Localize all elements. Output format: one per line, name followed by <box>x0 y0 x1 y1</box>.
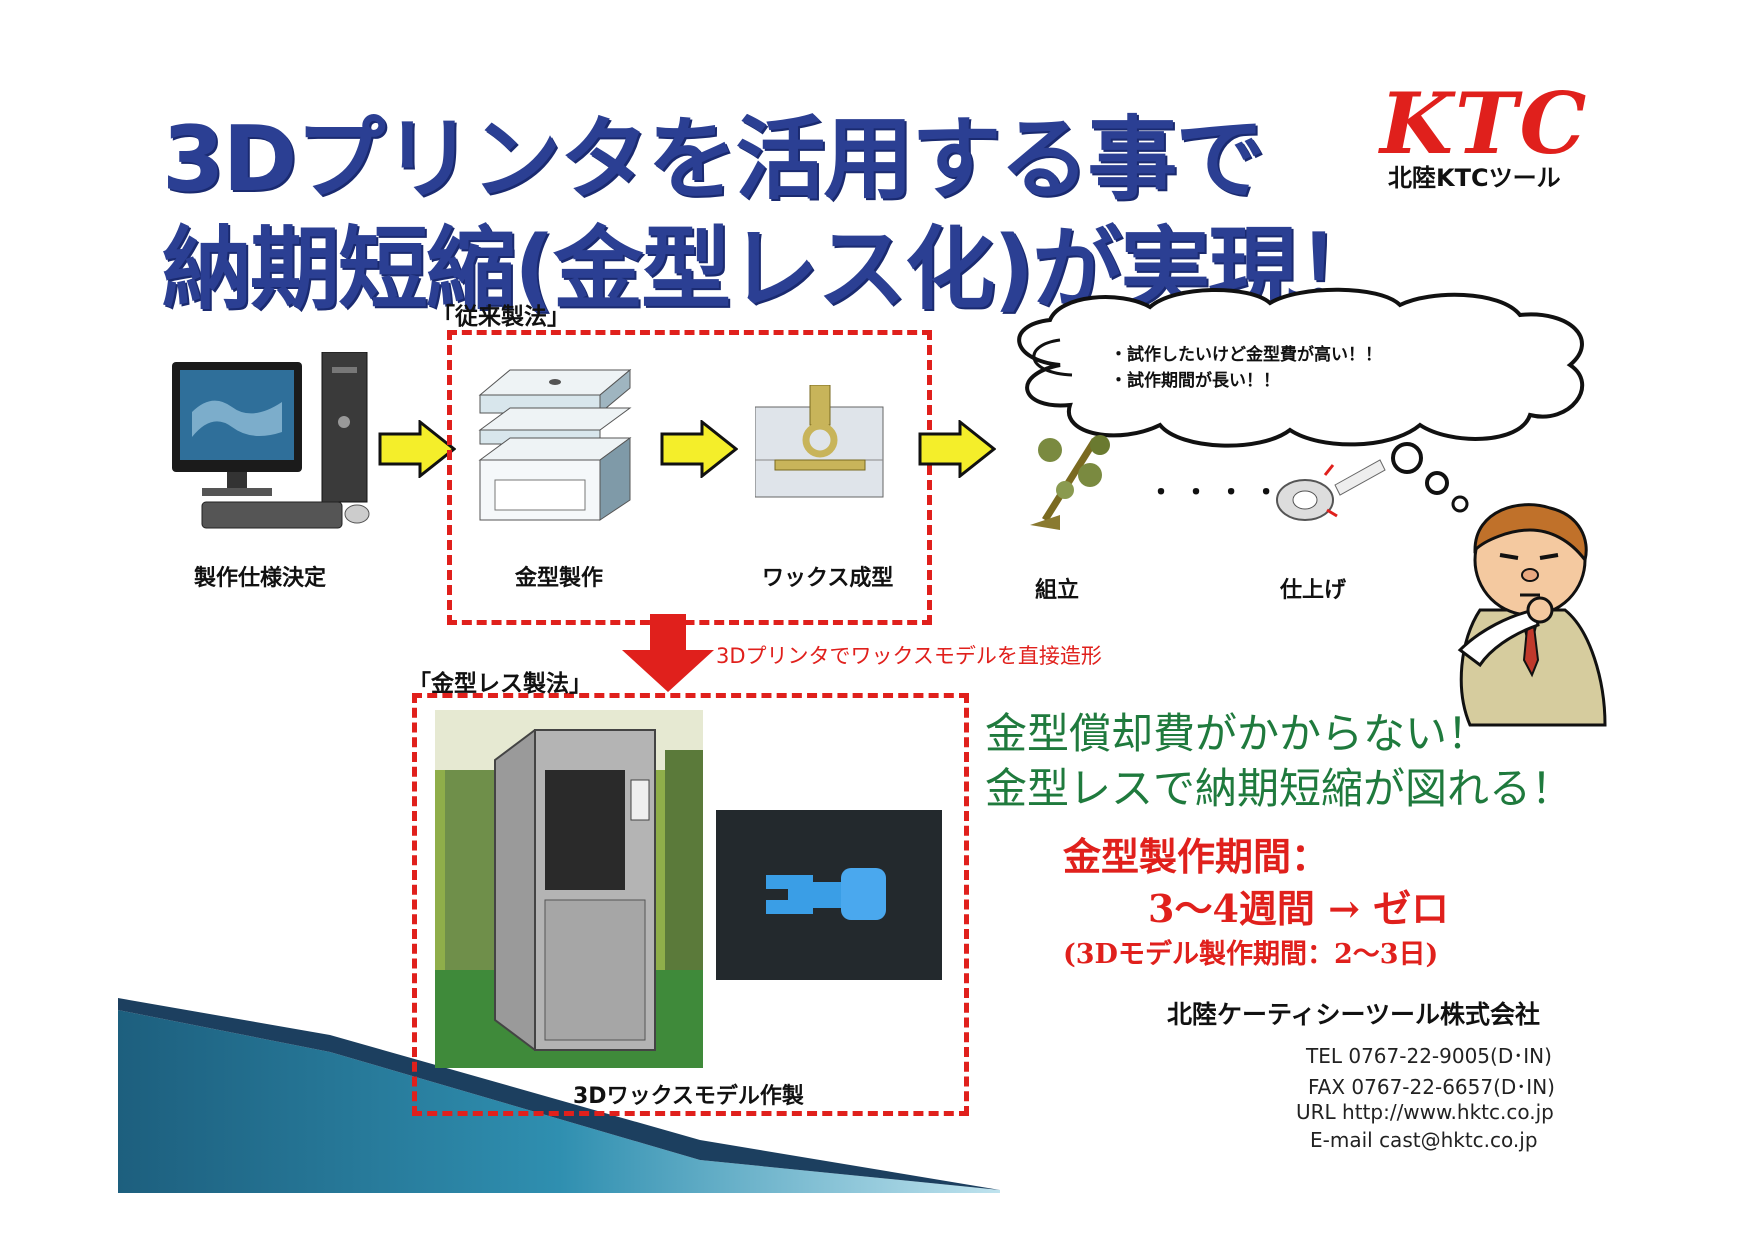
company-url[interactable]: URL http://www.hktc.co.jp <box>1296 1100 1554 1124</box>
decorative-blue-band <box>118 998 1000 1193</box>
benefit-line-2: 金型レスで納期短縮が図れる！ <box>985 764 1574 813</box>
company-email[interactable]: E-mail cast@hktc.co.jp <box>1310 1128 1538 1152</box>
period-value: 3～4週間 → ゼロ <box>1148 886 1450 931</box>
computer-icon <box>172 352 370 529</box>
arrow-right-icon <box>660 420 738 478</box>
step-wax-label: ワックス成型 <box>762 566 894 591</box>
arrow-down-icon <box>622 614 714 692</box>
mold-icon <box>478 368 632 521</box>
thought-bubbles <box>1391 442 1469 513</box>
company-name: 北陸ケーティシーツール株式会社 <box>1167 1000 1541 1029</box>
benefit-line-1: 金型償却費がかからない！ <box>985 709 1490 758</box>
conventional-method-label: 「従来製法」 <box>432 304 570 330</box>
company-tel: TEL 0767-22-9005(D･IN) <box>1306 1044 1552 1068</box>
period-note: (3Dモデル製作期間：2～3日) <box>1063 939 1439 970</box>
moldless-method-label: 「金型レス製法」 <box>408 671 592 697</box>
arrow-right-icon <box>918 420 996 478</box>
thought-line-2: ・試作期間が長い！！ <box>1110 371 1280 391</box>
ktc-logo: KTC <box>1380 74 1589 173</box>
logo-subtitle: 北陸KTCツール <box>1388 164 1561 192</box>
thought-line-1: ・試作したいけど金型費が高い！！ <box>1110 345 1382 365</box>
progress-dots: ・ ・ ・ ・ <box>1148 478 1280 508</box>
assembly-icon <box>1030 435 1110 530</box>
step-assembly-label: 組立 <box>1035 578 1080 603</box>
thought-cloud <box>1017 287 1585 448</box>
arrow-caption: 3Dプリンタでワックスモデルを直接造形 <box>716 644 1102 668</box>
printer-photo <box>435 710 703 1068</box>
wax-model-photo <box>716 810 942 980</box>
arrow-right-icon <box>378 420 456 478</box>
company-fax: FAX 0767-22-6657(D･IN) <box>1308 1075 1555 1099</box>
finishing-icon <box>1276 459 1386 521</box>
wax-mold-icon <box>755 385 884 498</box>
title-line-1: 3Dプリンタを活用する事で <box>162 107 1265 212</box>
photo-caption: 3Dワックスモデル作製 <box>573 1084 804 1109</box>
step-spec-label: 製作仕様決定 <box>194 566 327 591</box>
period-title: 金型製作期間： <box>1063 834 1330 879</box>
moldless-method-box <box>412 693 969 1116</box>
step-finish-label: 仕上げ <box>1280 578 1347 603</box>
step-mold-label: 金型製作 <box>515 566 604 591</box>
conventional-method-box <box>447 330 932 625</box>
thinking-man-illustration <box>1457 503 1607 727</box>
